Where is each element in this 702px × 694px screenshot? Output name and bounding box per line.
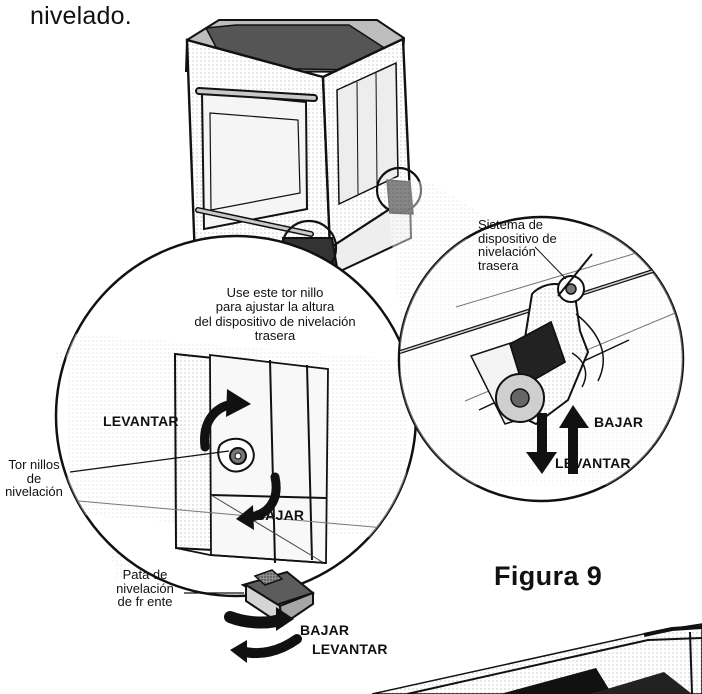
front-lift-label: LEVANTAR <box>103 413 179 429</box>
leg-lower-label: BAJAR <box>300 622 350 638</box>
curved-arrow-down-icon <box>236 472 281 530</box>
front-leveling-leg-label: Pata de nivelación de fr ente <box>116 567 174 610</box>
rotate-arrow-icon <box>224 607 302 663</box>
range-appliance <box>184 19 423 279</box>
down-arrow-icon <box>526 413 557 474</box>
adjust-screw-instruction: Use este tor nillo para ajustar la altur… <box>194 285 356 343</box>
page-intro-text: nivelado. <box>30 2 132 30</box>
lower-appliance-view <box>371 623 702 694</box>
rear-lift-label: LEVANTAR <box>555 455 631 471</box>
curved-arrow-up-icon <box>200 389 251 452</box>
leg-lift-label: LEVANTAR <box>312 641 388 657</box>
rear-leveling-system-label: Sistema de dispositivo de nivelación tra… <box>478 217 557 273</box>
rear-lower-label: BAJAR <box>594 414 644 430</box>
front-leveling-detail <box>54 234 418 598</box>
up-arrow-icon <box>559 405 589 474</box>
figure-caption: Figura 9 <box>494 561 603 591</box>
leveling-screws-label: Tor nillos de nivelación <box>5 457 63 500</box>
rear-leveling-detail <box>397 215 685 503</box>
front-lower-label: BAJAR <box>255 507 305 523</box>
